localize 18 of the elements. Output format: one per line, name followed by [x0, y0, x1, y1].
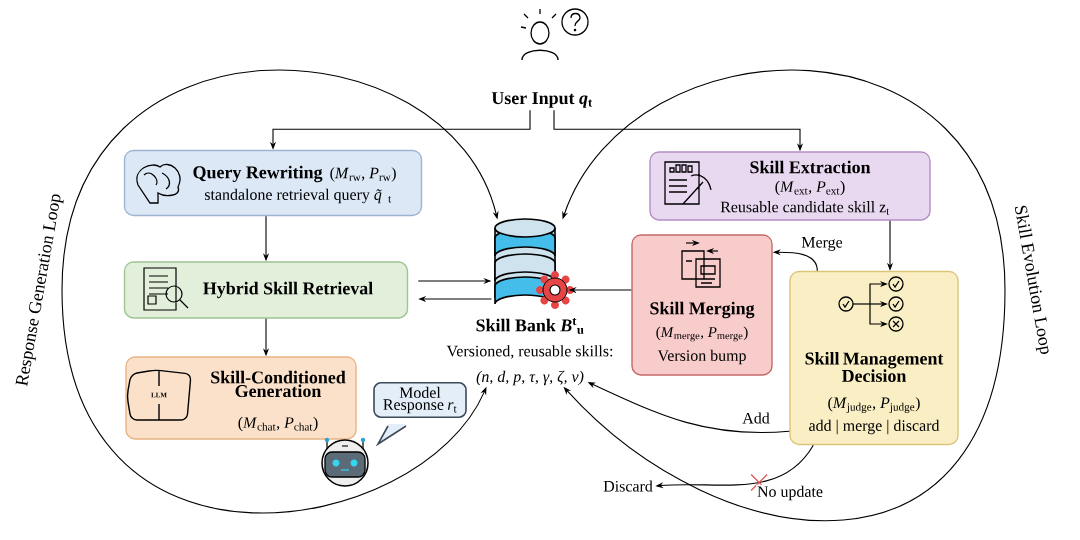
formula-text: (n, d, p, τ, γ, ζ, v) — [476, 370, 584, 386]
process-box: Query Rewriting (M$_{rw}$, P$_{rw}$) standalone retrieval query q̃$_{t}$ — [123, 149, 423, 217]
decision-box: Skill Management Decision (M$_{judge}$, P$_{judge}$) add | merge | discard — [789, 270, 959, 446]
loop-label: Skill Evolution Loop — [1015, 205, 1049, 355]
arrow — [61, 70, 499, 514]
process-box: Skill Extraction (M$_{ext}$, P$_{ext}$) Reusable candidate skill z$_{t}$ — [649, 151, 931, 221]
speech-bubble: Model Response r$_{t}$ — [373, 382, 467, 447]
node-text: Skill Bank B$^{t}$u — [476, 317, 584, 334]
edge-label: No update — [756, 484, 824, 502]
process-box: Skill Merging (M$_{merge}$, P$_{merge}$) Version bump — [631, 234, 773, 376]
process-box: Hybrid Skill Retrieval — [123, 261, 409, 319]
edge-label: Add — [741, 411, 771, 425]
loop-label: Response Generation Loop — [15, 194, 64, 387]
node-text: Versioned, reusable skills: — [446, 345, 613, 359]
edge-label: Merge — [800, 236, 844, 252]
input-label: User Input q$_{t}$ — [491, 92, 593, 108]
arrow — [562, 70, 1006, 521]
outcome-label: Discard — [603, 480, 653, 492]
